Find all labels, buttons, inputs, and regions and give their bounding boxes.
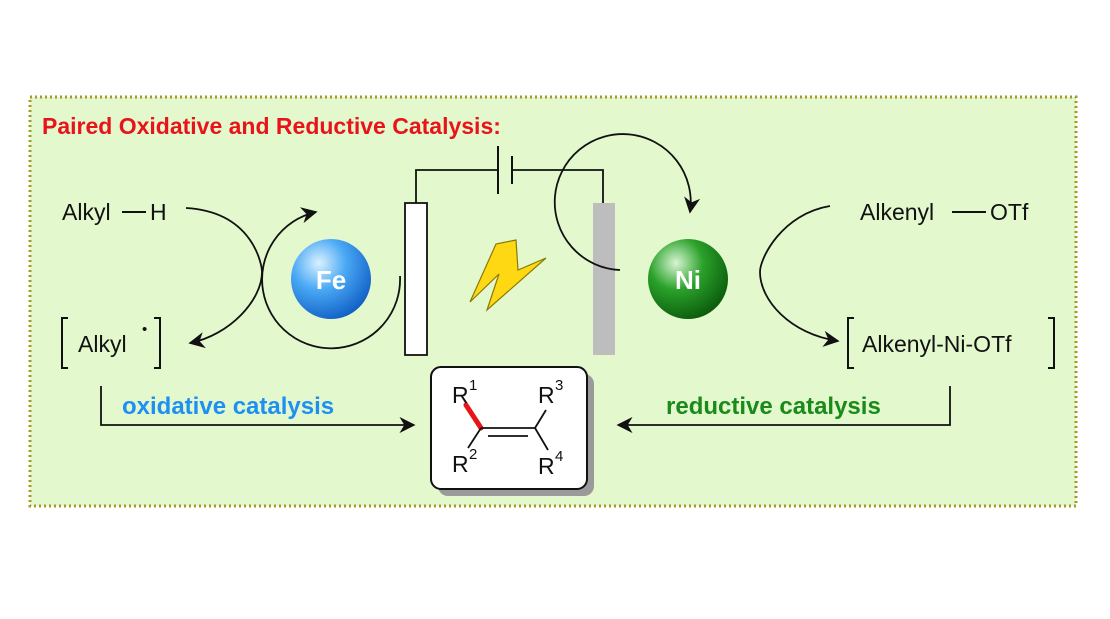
r1-superscript: 1	[469, 377, 477, 394]
bond-c2-r4	[534, 427, 549, 451]
circuit-wire-left	[415, 169, 498, 203]
r1-label: R	[452, 382, 469, 408]
right-bracket-open	[847, 317, 854, 369]
alkenyl-otf-substrate: Alkenyl OTf	[860, 199, 1029, 225]
alkenyl-consumption-arrow	[759, 205, 840, 347]
r4-superscript: 4	[555, 448, 563, 465]
r3-label: R	[538, 382, 555, 408]
oxidative-catalysis-label: oxidative catalysis	[122, 393, 334, 420]
radical-dot: •	[142, 321, 147, 338]
alkenyl-nickel-intermediate: Alkenyl-Ni-OTf	[847, 317, 1055, 369]
left-bracket-open	[61, 317, 68, 369]
bond-c1-r2	[467, 427, 482, 449]
left-bracket-close	[154, 317, 161, 369]
alkyl-radical-intermediate: Alkyl •	[61, 317, 161, 369]
scheme-title: Paired Oxidative and Reductive Catalysis…	[42, 113, 501, 139]
reductive-arrow	[616, 386, 951, 434]
r2-superscript: 2	[469, 446, 477, 463]
fe-label: Fe	[316, 265, 346, 295]
fe-catalytic-cycle: Fe	[261, 207, 401, 350]
right-bracket-close	[1048, 317, 1055, 369]
cathode-electrode	[593, 203, 615, 355]
new-c-c-bond	[463, 402, 484, 431]
r4-label: R	[538, 453, 555, 479]
ni-label: Ni	[675, 265, 701, 295]
ni-cycle-arrow	[553, 133, 701, 271]
reductive-catalysis-label: reductive catalysis	[666, 393, 881, 420]
alkyl-h-substrate: Alkyl H	[62, 199, 167, 225]
bond-c2-r3	[534, 409, 547, 429]
ni-sphere	[648, 239, 728, 319]
anode-electrode	[404, 202, 428, 356]
r3-superscript: 3	[555, 377, 563, 394]
h-atom-label: H	[150, 199, 167, 225]
alkyl-label: Alkyl	[62, 199, 111, 225]
power-circuit	[415, 146, 604, 203]
fe-sphere	[291, 239, 371, 319]
fe-cycle-arrow	[261, 207, 401, 350]
alkenyl-label: Alkenyl	[860, 199, 934, 225]
otf-label: OTf	[990, 199, 1029, 225]
product-box: R 1 R 2 R 3 R 4	[430, 366, 594, 496]
lightning-bolt-icon	[469, 239, 547, 312]
alkenyl-ni-otf-label: Alkenyl-Ni-OTf	[862, 331, 1012, 357]
oxidative-arrow	[100, 386, 416, 434]
ni-catalytic-cycle: Ni	[553, 133, 728, 319]
r2-label: R	[452, 451, 469, 477]
alkyl-radical-label: Alkyl	[78, 331, 127, 357]
circuit-wire-right	[512, 169, 604, 203]
